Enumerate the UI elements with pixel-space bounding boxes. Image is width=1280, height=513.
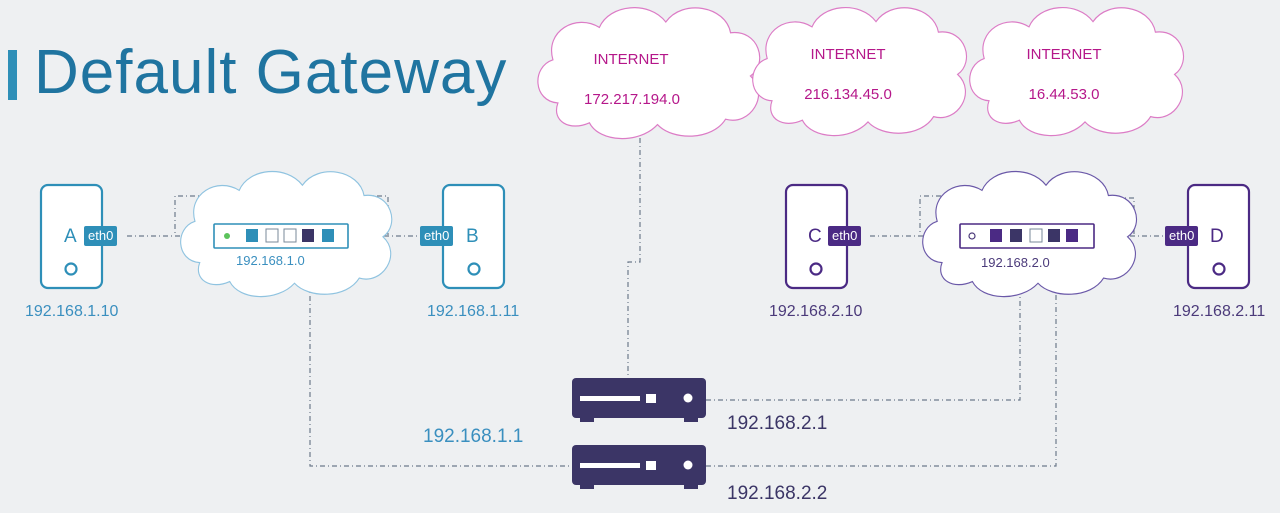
router-1-ip: 192.168.2.1 xyxy=(727,413,828,434)
switch-2 xyxy=(959,223,1095,249)
port-icon xyxy=(1048,229,1060,242)
host-d-eth0-badge: eth0 xyxy=(1165,226,1199,246)
switch-1 xyxy=(213,223,349,249)
internet-1-ip: 172.217.194.0 xyxy=(584,91,680,108)
internet-1-label: INTERNET xyxy=(593,51,669,68)
host-a-name: A xyxy=(64,226,77,247)
internet-cloud-2 xyxy=(752,6,968,137)
host-d-name: D xyxy=(1210,226,1224,247)
internet-2-label: INTERNET xyxy=(810,46,886,63)
host-b-ip: 192.168.1.11 xyxy=(427,303,520,320)
port-icon xyxy=(990,229,1002,242)
connection-lines xyxy=(127,138,1165,467)
host-d-ip: 192.168.2.11 xyxy=(1173,303,1266,320)
port-icon xyxy=(302,229,314,242)
internet-cloud-3 xyxy=(969,6,1185,137)
host-b-eth0-badge: eth0 xyxy=(420,226,454,246)
host-c-ip: 192.168.2.10 xyxy=(769,303,863,320)
link-router2-to-switch2 xyxy=(706,248,1057,467)
port-icon xyxy=(265,228,279,243)
port-icon xyxy=(1010,229,1022,242)
page-title: Default Gateway xyxy=(34,38,508,107)
port-icon xyxy=(246,229,258,242)
router-2-ip: 192.168.2.2 xyxy=(727,483,828,504)
port-icon xyxy=(1029,228,1043,243)
network-1-ip: 192.168.1.0 xyxy=(236,253,305,268)
network-2-ip: 192.168.2.0 xyxy=(981,255,1050,270)
internet-3-ip: 16.44.53.0 xyxy=(1028,86,1100,103)
host-a-eth0-badge: eth0 xyxy=(84,226,118,246)
host-c-name: C xyxy=(808,226,822,247)
link-router1-to-switch2 xyxy=(706,248,1021,401)
title-accent-bar xyxy=(8,50,17,100)
status-led-icon xyxy=(968,232,976,240)
port-icon xyxy=(283,228,297,243)
internet-2-ip: 216.134.45.0 xyxy=(804,86,892,103)
host-a-ip: 192.168.1.10 xyxy=(25,303,119,320)
router-2-icon xyxy=(572,445,706,489)
internet-3-label: INTERNET xyxy=(1026,46,1102,63)
link-internet-to-router1 xyxy=(627,138,641,380)
internet-cloud-1 xyxy=(537,7,761,140)
host-b-name: B xyxy=(466,226,479,247)
port-icon xyxy=(1066,229,1078,242)
host-c-eth0-badge: eth0 xyxy=(828,226,862,246)
link-switch1-to-router2 xyxy=(309,248,572,467)
port-icon xyxy=(322,229,334,242)
router-1-icon xyxy=(572,378,706,422)
gateway-ip: 192.168.1.1 xyxy=(423,426,524,447)
status-led-icon xyxy=(224,233,230,239)
